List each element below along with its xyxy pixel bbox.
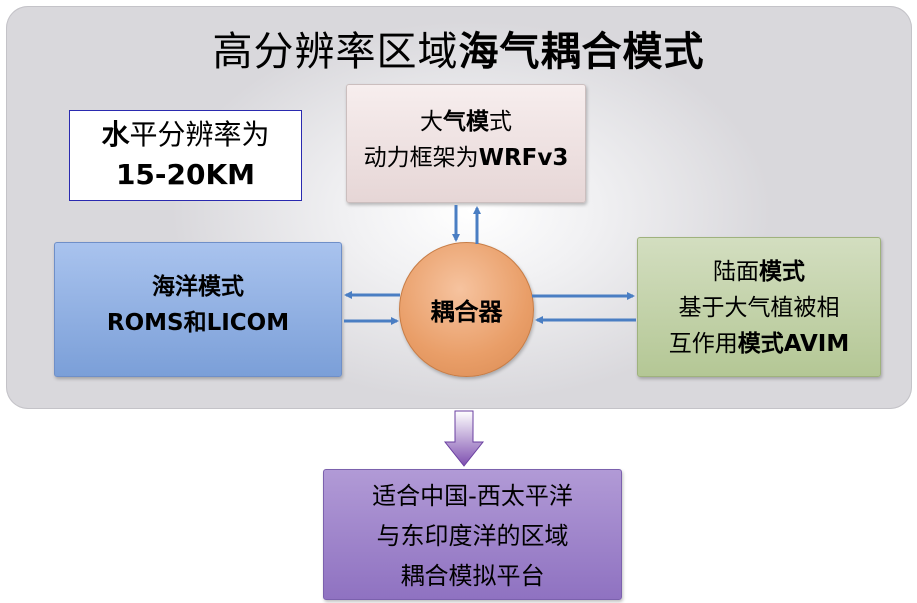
atmosphere-model-box: 大气模式 动力框架为WRFv3	[346, 84, 586, 203]
resolution-line2: 15-20KM	[115, 158, 256, 191]
atmosphere-label-b: 气模	[443, 109, 489, 135]
land-description-line: 基于大气植被相	[678, 295, 840, 321]
atmosphere-framework-label: 动力框架为	[363, 145, 479, 171]
platform-line1: 适合中国-西太平洋	[372, 482, 573, 510]
atmosphere-label-a: 大	[420, 109, 443, 135]
platform-line2: 与东印度洋的区域	[376, 522, 569, 550]
title-part2: 海气耦合模式	[458, 29, 705, 75]
land-model-box: 陆面模式 基于大气植被相 互作用模式AVIM	[637, 237, 881, 377]
platform-line3: 耦合模拟平台	[400, 562, 545, 590]
platform-box: 适合中国-西太平洋 与东印度洋的区域 耦合模拟平台	[323, 469, 622, 600]
coupler-circle: 耦合器	[399, 242, 534, 377]
atmosphere-framework-name: WRFv3	[478, 145, 569, 171]
ocean-label: 海洋模式	[152, 274, 244, 300]
land-model-name: 模式AVIM	[737, 331, 850, 357]
ocean-model-names: ROMS和LICOM	[106, 310, 290, 336]
ocean-model-box: 海洋模式 ROMS和LICOM	[54, 242, 342, 377]
land-description-a: 互作用	[668, 331, 738, 357]
title-part1: 高分辨率区域	[212, 29, 459, 75]
resolution-line1-bold: 水	[101, 118, 130, 151]
resolution-line1-rest: 平分辨率为	[129, 118, 270, 151]
land-label-b: 模式	[759, 259, 805, 285]
resolution-box: 水平分辨率为 15-20KM	[69, 110, 302, 201]
coupler-label: 耦合器	[430, 298, 503, 326]
atmosphere-label-c: 式	[489, 109, 512, 135]
diagram-title: 高分辨率区域海气耦合模式	[0, 28, 917, 76]
arrow-to-platform	[443, 410, 485, 467]
land-label-a: 陆面	[713, 259, 759, 285]
